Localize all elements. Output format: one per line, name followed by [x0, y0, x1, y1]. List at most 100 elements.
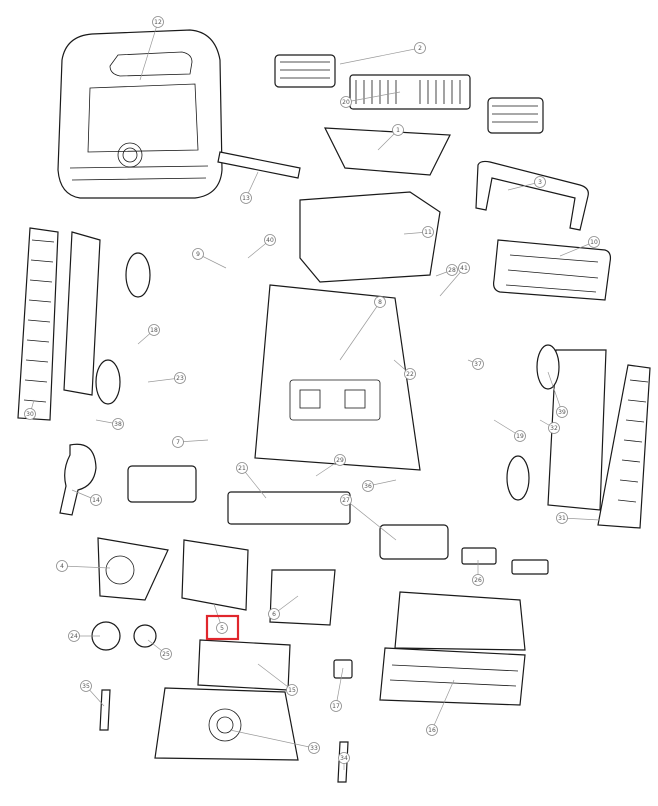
- callout-circle-41: [458, 262, 470, 274]
- callout-30: 30: [24, 408, 36, 420]
- callout-number-16: 16: [428, 727, 436, 734]
- leader-line-39: [547, 371, 563, 413]
- callout-24: 24: [68, 630, 80, 642]
- track-right: [597, 364, 651, 529]
- callout-number-38: 38: [114, 421, 122, 428]
- inner-frame: [299, 191, 441, 283]
- callout-circle-6: [268, 608, 280, 620]
- callout-number-17: 17: [332, 703, 340, 710]
- callout-circle-17: [330, 700, 342, 712]
- callout-circle-33: [308, 742, 320, 754]
- side-panel-right: [547, 349, 607, 511]
- callout-13: 13: [240, 192, 252, 204]
- callout-15: 15: [286, 684, 298, 696]
- callout-number-15: 15: [288, 687, 296, 694]
- callout-circle-34: [338, 752, 350, 764]
- leader-line-33: [229, 729, 315, 749]
- handle-bar: [475, 160, 589, 231]
- callout-circle-11: [422, 226, 434, 238]
- callout-number-11: 11: [424, 229, 432, 236]
- motor-housing: [97, 537, 169, 601]
- callout-40: 40: [264, 234, 276, 246]
- callout-circle-40: [264, 234, 276, 246]
- callout-number-22: 22: [406, 371, 414, 378]
- callout-number-35: 35: [82, 683, 90, 690]
- callout-number-13: 13: [242, 195, 250, 202]
- callout-23: 23: [174, 372, 186, 384]
- lower-filter-body: [379, 647, 526, 706]
- callout-circle-1: [392, 124, 404, 136]
- callout-circle-28: [446, 264, 458, 276]
- callout-8: 8: [374, 296, 386, 308]
- callout-20: 20: [340, 96, 352, 108]
- wheel-left-top: [125, 252, 151, 298]
- callout-circle-27: [340, 494, 352, 506]
- callout-6: 6: [268, 608, 280, 620]
- callout-number-37: 37: [474, 361, 482, 368]
- callout-12: 12: [152, 16, 164, 28]
- callout-circle-38: [112, 418, 124, 430]
- callout-number-30: 30: [26, 411, 34, 418]
- callout-41: 41: [458, 262, 470, 274]
- callout-number-32: 32: [550, 425, 558, 432]
- callout-number-12: 12: [154, 19, 162, 26]
- callout-circle-35: [80, 680, 92, 692]
- brush-roller-top: [274, 54, 544, 134]
- callout-3: 3: [534, 176, 546, 188]
- callout-circle-36: [362, 480, 374, 492]
- main-chassis: [254, 284, 421, 471]
- brush-roller-mid: [227, 491, 351, 525]
- leader-line-15: [257, 663, 293, 691]
- callout-number-2: 2: [418, 45, 422, 52]
- callout-circle-12: [152, 16, 164, 28]
- callout-25: 25: [160, 648, 172, 660]
- callout-33: 33: [308, 742, 320, 754]
- callout-31: 31: [556, 512, 568, 524]
- highlight-box: [205, 614, 240, 641]
- callout-number-29: 29: [336, 457, 344, 464]
- callout-number-40: 40: [266, 237, 274, 244]
- callout-19: 19: [514, 430, 526, 442]
- callout-number-27: 27: [342, 497, 350, 504]
- callout-21: 21: [236, 462, 248, 474]
- callout-37: 37: [472, 358, 484, 370]
- sensor-module: [461, 547, 497, 565]
- callout-circle-18: [148, 324, 160, 336]
- callout-circle-20: [340, 96, 352, 108]
- callout-number-7: 7: [176, 439, 180, 446]
- pump-cover: [269, 569, 336, 626]
- callout-circle-19: [514, 430, 526, 442]
- callout-11: 11: [422, 226, 434, 238]
- leader-line-27: [345, 499, 397, 541]
- leader-line-41: [439, 267, 465, 297]
- callout-circle-23: [174, 372, 186, 384]
- wheel-left-bottom: [95, 359, 121, 405]
- callout-circle-32: [548, 422, 560, 434]
- callout-circle-16: [426, 724, 438, 736]
- filter-bar: [217, 151, 301, 179]
- callout-number-28: 28: [448, 267, 456, 274]
- leader-line-21: [241, 467, 267, 499]
- track-left: [17, 227, 59, 421]
- bottom-shell: [154, 687, 299, 761]
- callout-number-14: 14: [92, 497, 100, 504]
- callout-4: 4: [56, 560, 68, 572]
- callout-1: 1: [392, 124, 404, 136]
- callout-10: 10: [588, 236, 600, 248]
- callout-number-24: 24: [70, 633, 78, 640]
- callout-32: 32: [548, 422, 560, 434]
- callout-number-34: 34: [340, 755, 348, 762]
- callout-circle-9: [192, 248, 204, 260]
- callout-labels: 1234567891011121314151617181920212223242…: [24, 16, 600, 764]
- callout-number-19: 19: [516, 433, 524, 440]
- callout-29: 29: [334, 454, 346, 466]
- pump-bracket: [181, 539, 249, 611]
- wheel-right-bottom: [506, 455, 530, 501]
- callout-number-5: 5: [220, 625, 224, 632]
- upper-handle-plate: [324, 127, 451, 176]
- callout-18: 18: [148, 324, 160, 336]
- wheel-right-top: [536, 344, 560, 390]
- leader-line-17: [335, 667, 344, 707]
- top-cover: [57, 29, 223, 199]
